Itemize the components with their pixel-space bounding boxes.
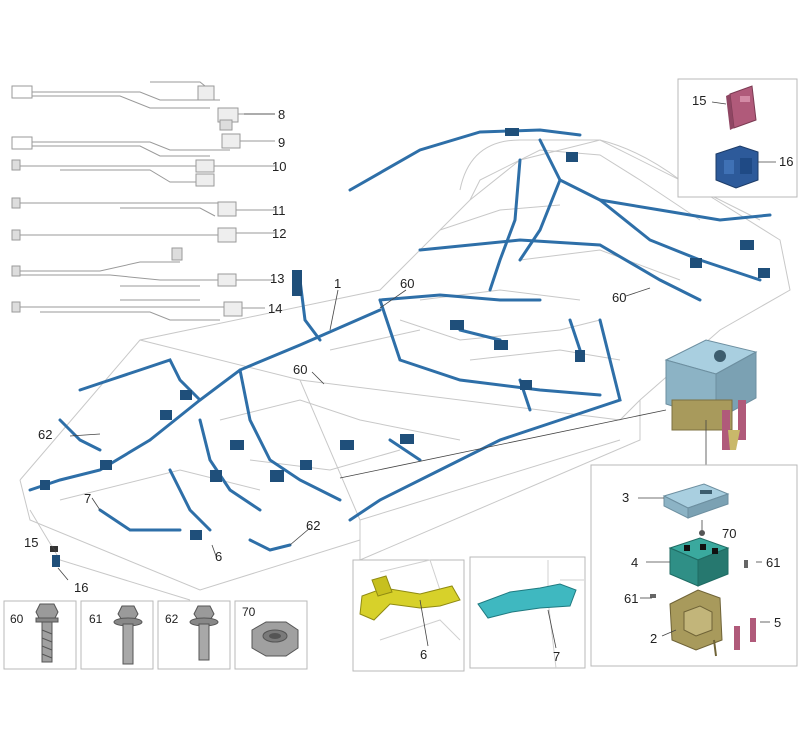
fastener-label-70: 70 bbox=[242, 605, 256, 619]
callout-14: 14 bbox=[268, 301, 283, 316]
hex-nut-icon bbox=[251, 621, 299, 657]
inset-callout-16: 16 bbox=[779, 154, 794, 169]
relay-block-4-icon bbox=[668, 537, 730, 587]
detail-bracket-7 bbox=[469, 556, 586, 669]
callout-1: 1 bbox=[334, 276, 342, 291]
detail-bracket-6 bbox=[352, 559, 465, 672]
callout-60-center: 60 bbox=[293, 362, 308, 377]
callout-11: 11 bbox=[272, 203, 286, 218]
bolt-flange-icon bbox=[113, 605, 143, 665]
callout-12: 12 bbox=[272, 226, 287, 241]
fastener-label-60: 60 bbox=[10, 612, 24, 626]
module-16-icon bbox=[715, 145, 759, 189]
callout-7: 7 bbox=[84, 491, 92, 506]
callout-15: 15 bbox=[24, 535, 39, 550]
harness-strip-12 bbox=[11, 227, 275, 243]
fuse-callout-4: 4 bbox=[631, 555, 639, 570]
fuse-box-on-car bbox=[664, 339, 758, 450]
harness-strip-13 bbox=[11, 247, 275, 287]
fastener-label-62: 62 bbox=[165, 612, 179, 626]
callout-16: 16 bbox=[74, 580, 89, 595]
wiring-harness bbox=[28, 128, 772, 552]
fuse-callout-3: 3 bbox=[622, 490, 630, 505]
fuse-callout-61-right: 61 bbox=[766, 555, 781, 570]
fastener-thumbnails bbox=[3, 600, 308, 670]
callout-62-right: 62 bbox=[306, 518, 321, 533]
detail-callout-7: 7 bbox=[553, 649, 561, 664]
harness-strip-14 bbox=[11, 299, 265, 321]
callout-6: 6 bbox=[215, 549, 223, 564]
callout-13: 13 bbox=[270, 271, 285, 286]
fuse-5-icon bbox=[734, 618, 756, 650]
fuse-callout-61-left: 61 bbox=[624, 591, 639, 606]
nut-70-icon bbox=[699, 530, 705, 536]
leader-lines bbox=[51, 113, 707, 581]
callout-60-right: 60 bbox=[612, 290, 627, 305]
fuse-callout-70: 70 bbox=[722, 526, 737, 541]
module-15-icon bbox=[726, 85, 757, 130]
callout-62-left: 62 bbox=[38, 427, 53, 442]
harness-strip-9 bbox=[11, 133, 275, 157]
fuse-callout-5: 5 bbox=[774, 615, 782, 630]
bracket-2-icon bbox=[669, 589, 723, 657]
bolt-long-icon bbox=[35, 603, 59, 663]
bolt-61-icon bbox=[650, 560, 748, 598]
harness-strip-8 bbox=[11, 81, 275, 131]
inset-modules bbox=[677, 78, 798, 198]
fastener-label-61: 61 bbox=[89, 612, 103, 626]
harness-connectors bbox=[40, 128, 770, 567]
inset-callout-15: 15 bbox=[692, 93, 707, 108]
fuse-box-exploded bbox=[590, 464, 798, 667]
callout-9: 9 bbox=[278, 135, 286, 150]
harness-strips bbox=[11, 81, 275, 321]
callout-60-top: 60 bbox=[400, 276, 415, 291]
callout-8: 8 bbox=[278, 107, 286, 122]
fuse-cover-3-icon bbox=[662, 483, 730, 519]
detail-callout-6: 6 bbox=[420, 647, 428, 662]
bolt-flange-short-icon bbox=[189, 605, 219, 661]
harness-strip-11 bbox=[11, 197, 275, 217]
harness-strip-10 bbox=[11, 159, 275, 187]
fuse-callout-2: 2 bbox=[650, 631, 658, 646]
callout-10: 10 bbox=[272, 159, 287, 174]
